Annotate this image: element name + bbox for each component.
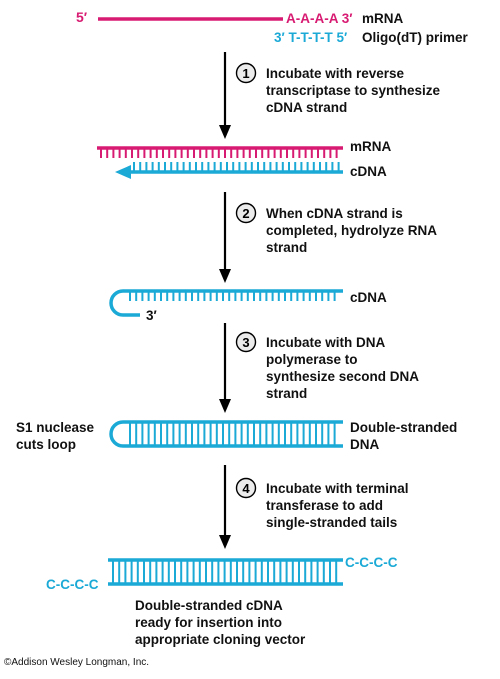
step-badge-2: 2 [235, 202, 257, 224]
stage3-loop-strands [109, 420, 343, 448]
stage2-three-prime: 3′ [146, 308, 157, 323]
step-1-text: Incubate with reverse transcriptase to s… [266, 66, 441, 115]
step-badge-3: 3 [235, 331, 257, 353]
poly-a-tail: A-A-A-A 3′ [286, 11, 353, 26]
stage2-hairpin [109, 289, 343, 317]
double-stranded-dna-label: Double-stranded DNA [350, 420, 458, 452]
stage3-loop-dna [109, 420, 343, 448]
poly-c-tail-left: C-C-C-C [46, 577, 99, 592]
final-caption: Double-stranded cDNA ready for insertion… [135, 598, 306, 647]
stage4-ticks [112, 560, 338, 584]
step-arrow-2 [219, 192, 231, 283]
step-4-text: Incubate with terminal transferase to ad… [266, 481, 409, 530]
copyright-notice: ©Addison Wesley Longman, Inc. [4, 657, 150, 668]
oligo-dt-primer-label: Oligo(dT) primer [362, 30, 468, 45]
step-number-4: 4 [242, 481, 250, 496]
stage1-cdna-label: cDNA [350, 164, 387, 179]
stage1-cdna-arrowhead [115, 165, 131, 179]
step-badge-4: 4 [235, 477, 257, 499]
stage2-hairpin-strand [109, 289, 343, 317]
step-badge-1: 1 [235, 62, 257, 84]
s1-nuclease-label: S1 nuclease cuts loop [16, 420, 95, 452]
step-arrow-4 [219, 465, 231, 549]
poly-c-tail-right: C-C-C-C [345, 555, 398, 570]
mrna-five-prime-label: 5′ [76, 9, 88, 25]
step-arrow-3 [219, 323, 231, 413]
step-3-text: Incubate with DNA polymerase to synthesi… [266, 335, 420, 401]
mrna-label-top: mRNA [362, 11, 404, 26]
stage1-mrna-ticks [100, 148, 338, 158]
stage1-hybrid [97, 146, 343, 179]
stage4-tailed-dna [108, 558, 343, 586]
step-2-text: When cDNA strand is completed, hydrolyze… [266, 206, 438, 255]
oligo-dt-sequence: 3′ T-T-T-T 5′ [274, 30, 348, 45]
stage1-mrna-label: mRNA [350, 139, 392, 154]
stage3-ticks [129, 422, 336, 446]
step-arrow-1 [219, 52, 231, 139]
stage2-ticks [129, 291, 336, 301]
stage2-cdna-label: cDNA [350, 290, 387, 305]
step-number-2: 2 [242, 206, 249, 221]
step-number-1: 1 [242, 66, 249, 81]
step-number-3: 3 [242, 335, 249, 350]
